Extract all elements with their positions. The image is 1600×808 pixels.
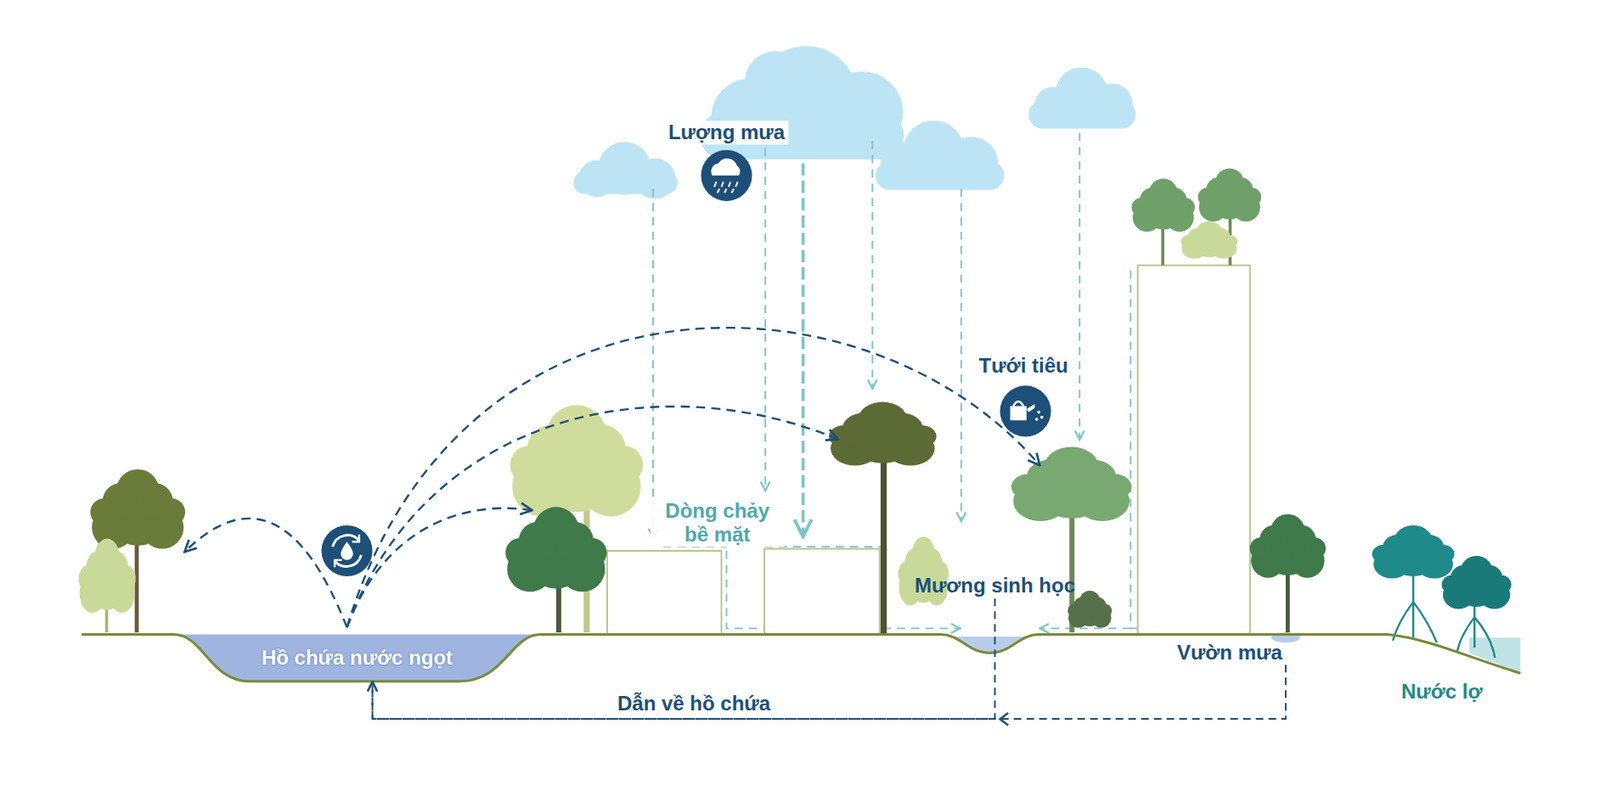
rain-garden-text: Vườn mưa <box>1177 641 1283 666</box>
rain-line <box>764 147 767 491</box>
rain-line <box>960 188 963 520</box>
ground-line <box>81 635 1521 682</box>
arc <box>347 406 838 628</box>
reservoir-node: Hồ chứa nước ngọt <box>178 634 536 682</box>
rain-label: Lượng mưa <box>664 120 789 145</box>
runoff-line <box>726 551 766 629</box>
irrigation-label: Tưới tiêu <box>975 354 1072 379</box>
rain-line <box>801 163 806 535</box>
tall-building <box>1138 265 1251 636</box>
reservoir-text: Hồ chứa nước ngọt <box>261 646 453 671</box>
tree <box>1011 446 1133 633</box>
rain-lines <box>653 132 1139 629</box>
runoff-line <box>1041 627 1132 630</box>
runoff-label: Dòng chảy bề mặt <box>650 500 785 547</box>
roof-tree <box>1180 221 1238 260</box>
trees <box>78 168 1512 659</box>
tree <box>1250 514 1326 633</box>
bioswale-node: Mương sinh học <box>912 574 1077 599</box>
drain-connector <box>372 598 996 720</box>
clouds <box>573 45 1136 199</box>
bioswale-text: Mương sinh học <box>914 574 1076 599</box>
runoff-line <box>1130 270 1138 630</box>
irrigation-arcs <box>185 327 1039 628</box>
rain-icon <box>700 150 752 202</box>
cloud <box>1028 67 1136 129</box>
rain-line <box>871 140 874 389</box>
tree <box>78 539 136 634</box>
brackish-label: Nước lợ <box>1397 680 1487 705</box>
rain-line <box>652 188 654 537</box>
rain-garden-node: Vườn mưa <box>1158 641 1302 666</box>
cloud <box>875 120 1004 191</box>
arc <box>185 518 348 628</box>
drain-connector <box>372 664 1286 720</box>
mangrove <box>1372 525 1512 659</box>
tree <box>505 507 607 633</box>
recycle-icon <box>321 525 372 577</box>
cloud <box>573 141 678 199</box>
buildings <box>607 265 1251 636</box>
rain-line <box>1078 132 1081 439</box>
irrigation-icon <box>1000 385 1052 437</box>
tree <box>510 405 643 633</box>
building <box>764 549 880 636</box>
building <box>607 551 722 636</box>
edge-label: Dẫn về hồ chứa <box>614 692 774 716</box>
